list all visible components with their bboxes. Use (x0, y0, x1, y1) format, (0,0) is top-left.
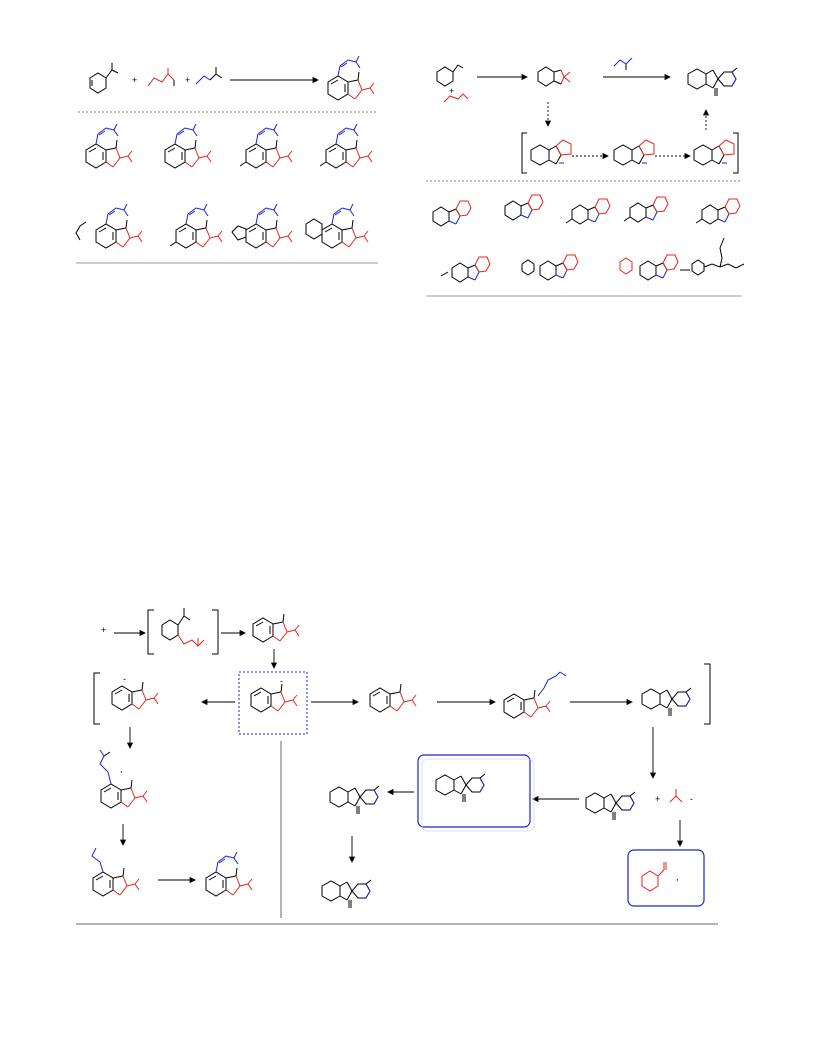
product-blue (206, 852, 252, 896)
plus-sign: + (101, 625, 106, 635)
intermediate-diene (369, 683, 417, 713)
azafluorene-product (585, 791, 636, 821)
panel-top-right: + (426, 57, 745, 297)
benzaldehyde-byproduct: , (641, 862, 679, 892)
panel-top-left: + + (75, 56, 378, 264)
byproduct: - (669, 789, 693, 804)
reactant-aryl-alkene (436, 64, 464, 87)
highlight-box-key-intermediate (238, 671, 308, 735)
svg-text:-: - (690, 794, 693, 804)
svg-text:,: , (120, 764, 123, 774)
final-product (321, 879, 372, 909)
adduct-blue-chain: , (99, 749, 148, 809)
dihydro-intermediate (329, 785, 380, 815)
scope-row-2 (75, 204, 368, 248)
scope-row-1 (432, 194, 741, 227)
panel-mechanism: + - - , (76, 608, 718, 925)
reactant-aryl-alkene (89, 63, 119, 94)
svg-text:-: - (123, 674, 126, 684)
scope-row-1 (86, 124, 372, 168)
key-intermediate (250, 683, 298, 713)
plus-sign: + (185, 75, 190, 85)
scope-row-2 (440, 237, 745, 283)
bracket-intermediate-1 (147, 608, 219, 655)
bracket-cyclized (641, 663, 711, 725)
adduct-2 (91, 847, 140, 897)
plus-sign: + (449, 86, 454, 96)
bracket-intermediates (521, 132, 739, 174)
charge-label: - (280, 676, 283, 686)
reactant-red-diene (443, 93, 469, 103)
reactant-blue-amine (195, 67, 223, 85)
reactant-red-ester (147, 68, 175, 87)
plus-sign: + (132, 75, 137, 85)
product-azafluorenone (687, 67, 738, 97)
intermediate-indene (537, 66, 571, 87)
highlight-box-ring (417, 754, 531, 828)
plus-sign: + (655, 794, 660, 804)
reagent-blue-amine (613, 57, 633, 67)
product-structure (328, 56, 374, 100)
bracket-anion: - (93, 672, 159, 725)
highlight-box-byproduct (627, 849, 705, 907)
svg-text:,: , (676, 872, 679, 882)
intermediate-michael-adduct (503, 671, 567, 719)
indene-intermediate (252, 613, 300, 643)
